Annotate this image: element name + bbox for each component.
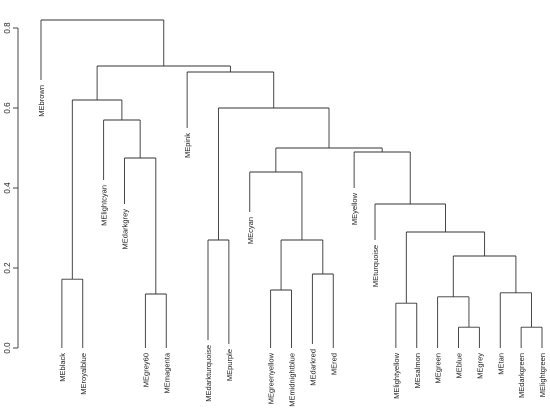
leaf-label: MElightgreen	[538, 353, 547, 397]
leaf-label: MEred	[329, 353, 338, 375]
leaf-label: MEdarkred	[308, 349, 317, 386]
leaf-label: MEpink	[183, 133, 192, 158]
leaf-label: MEmidnightblue	[288, 353, 297, 407]
leaf-label: MEbrown	[37, 85, 46, 117]
leaf-label: MEturquoise	[371, 245, 380, 287]
leaf-label: MEgrey60	[141, 353, 150, 387]
leaf-label: MEdarkgreen	[517, 353, 526, 398]
leaf-label: MEpurple	[225, 349, 234, 381]
leaf-label: MEgrey	[475, 353, 484, 379]
leaf-label: MEblack	[58, 353, 67, 382]
y-tick-label: 0.4	[3, 182, 12, 194]
leaf-label: MEgreen	[434, 353, 443, 383]
leaf-label: MEblue	[455, 353, 464, 378]
leaf-label: MEyellow	[350, 192, 359, 225]
leaf-label: MElightyellow	[392, 352, 401, 398]
leaf-label: MEsalmon	[413, 353, 422, 388]
y-tick-label: 0.6	[3, 102, 12, 114]
leaf-label: MEcyan	[246, 217, 255, 244]
leaf-label: MElightcyan	[100, 185, 109, 226]
leaf-label: MEgreenyellow	[267, 352, 276, 404]
y-tick-label: 0.8	[3, 22, 12, 34]
leaf-label: MEtan	[496, 353, 505, 375]
y-tick-label: 0.2	[3, 262, 12, 274]
leaf-label: MEdarkgrey	[121, 209, 130, 250]
leaf-label: MEdarkturquoise	[204, 345, 213, 402]
leaf-label: MEmagenta	[162, 352, 171, 393]
y-tick-label: 0.0	[3, 342, 12, 354]
leaf-label: MEroyalblue	[79, 353, 88, 395]
